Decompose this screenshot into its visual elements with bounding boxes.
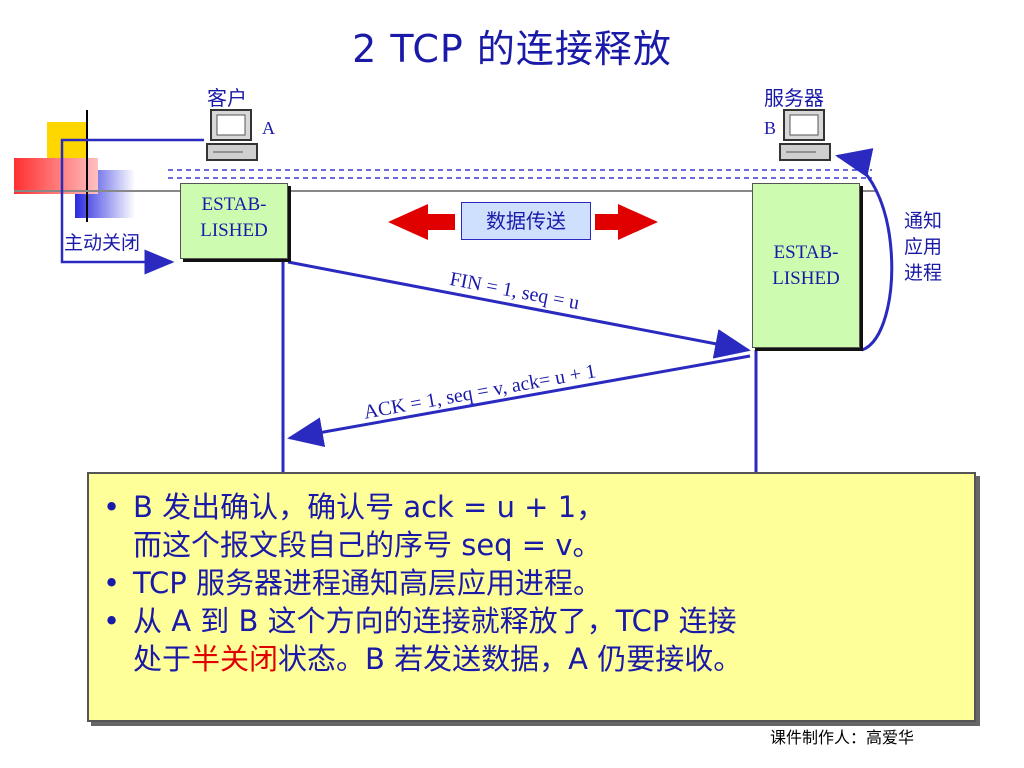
client-letter: A [262, 118, 275, 138]
bullet-item: • TCP 服务器进程通知高层应用进程。 [89, 564, 974, 602]
half-close-highlight: 半关闭 [191, 642, 279, 676]
page-title: 2 TCP 的连接释放 [352, 27, 672, 71]
server-state-line2: LISHED [772, 268, 840, 289]
bullet-dot: • [103, 490, 121, 524]
bullet-2-line-1: TCP 服务器进程通知高层应用进程。 [133, 566, 602, 600]
client-state-box: ESTAB- LISHED [180, 183, 288, 259]
computer-icon [206, 109, 258, 161]
data-transfer-label: 数据传送 [461, 202, 591, 240]
bullet-3-line-2: 处于半关闭状态。B 若发送数据，A 仍要接收。 [133, 640, 974, 678]
client-state-line1: ESTAB- [201, 194, 267, 215]
bullet-1-line-1: B 发出确认，确认号 ack = u + 1， [133, 490, 606, 524]
server-state-box: ESTAB- LISHED [752, 183, 860, 348]
explanation-callout: • B 发出确认，确认号 ack = u + 1， 而这个报文段自己的序号 se… [87, 472, 976, 722]
bullet-3-line-1: 从 A 到 B 这个方向的连接就释放了，TCP 连接 [133, 604, 737, 638]
bullet-3-post: 状态。B 若发送数据，A 仍要接收。 [278, 642, 743, 676]
deco-red-block [14, 158, 98, 194]
server-state-line1: ESTAB- [773, 242, 839, 263]
server-letter: B [764, 118, 777, 138]
client-label: 客户 [207, 86, 247, 110]
client-state-line2: LISHED [200, 220, 268, 241]
notify-app-label: 通知 应用 进程 [904, 208, 942, 286]
notify-line-2: 应用 [904, 236, 943, 258]
bullet-3-pre: 处于 [133, 642, 192, 676]
bullet-dot: • [103, 604, 121, 638]
bullet-dot: • [103, 566, 121, 600]
computer-icon [779, 109, 831, 161]
footer-credit: 课件制作人：高爱华 [770, 728, 915, 747]
active-close-label: 主动关闭 [64, 228, 141, 255]
server-label: 服务器 [764, 86, 824, 110]
notify-line-1: 通知 [904, 210, 943, 232]
bullet-item: • B 发出确认，确认号 ack = u + 1， 而这个报文段自己的序号 se… [89, 488, 974, 564]
bullet-item: • 从 A 到 B 这个方向的连接就释放了，TCP 连接 处于半关闭状态。B 若… [89, 602, 974, 678]
deco-hline [14, 190, 876, 192]
deco-vline [86, 110, 88, 222]
bullet-1-line-2: 而这个报文段自己的序号 seq = v。 [133, 528, 602, 562]
notify-line-3: 进程 [904, 262, 943, 284]
